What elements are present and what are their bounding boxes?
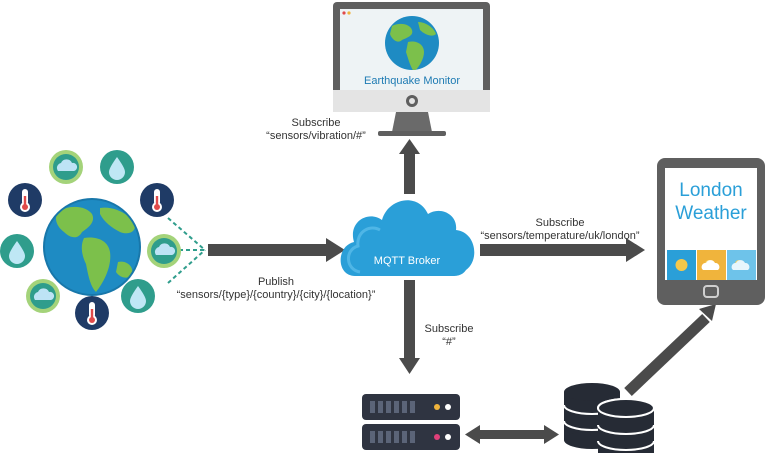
thermometer-icon bbox=[75, 296, 109, 330]
subscribe-all-label: Subscribe “#” bbox=[425, 323, 474, 348]
subscribe-all-arrow bbox=[399, 280, 420, 374]
subscribe-all-verb: Subscribe bbox=[425, 323, 474, 335]
subscribe-temperature-verb: Subscribe bbox=[536, 217, 585, 229]
droplet-icon bbox=[121, 279, 155, 313]
publish-topic: “sensors/{type}/{country}/{city}/{locati… bbox=[177, 289, 376, 301]
publish-label: Publish “sensors/{type}/{country}/{city}… bbox=[177, 276, 376, 301]
broker-label: MQTT Broker bbox=[374, 255, 441, 267]
subscribe-all-topic: “#” bbox=[442, 336, 456, 348]
sun-icon bbox=[675, 259, 688, 271]
cloud-icon bbox=[49, 150, 83, 184]
droplet-icon bbox=[0, 234, 34, 268]
monitor-title: Earthquake Monitor bbox=[364, 75, 460, 87]
subscribe-vibration-verb: Subscribe bbox=[292, 117, 341, 129]
sensor-globe bbox=[43, 198, 141, 296]
earthquake-monitor: Earthquake Monitor bbox=[333, 2, 490, 136]
cloud-icon bbox=[147, 234, 181, 268]
tablet-title-line2: Weather bbox=[675, 203, 747, 224]
droplet-icon bbox=[100, 150, 134, 184]
subscribe-temperature-topic: “sensors/temperature/uk/london” bbox=[481, 230, 640, 242]
database-tablet-arrow bbox=[624, 304, 716, 396]
publish-verb: Publish bbox=[258, 276, 294, 288]
london-weather-tablet: London Weather bbox=[657, 158, 765, 305]
tablet-title-line1: London bbox=[679, 180, 742, 201]
subscribe-temperature-label: Subscribe “sensors/temperature/uk/london… bbox=[481, 217, 640, 242]
subscribe-temperature-arrow bbox=[480, 238, 645, 262]
database bbox=[563, 383, 655, 454]
thermometer-icon bbox=[8, 183, 42, 217]
subscribe-vibration-label: Subscribe “sensors/vibration/#” bbox=[266, 117, 366, 142]
subscribe-vibration-arrow bbox=[399, 139, 420, 194]
mqtt-broker-cloud: MQTT Broker bbox=[340, 200, 475, 276]
publish-arrow bbox=[208, 238, 345, 262]
cloud-icon bbox=[26, 279, 60, 313]
globe-icon bbox=[385, 16, 439, 70]
cloud-icon bbox=[731, 260, 750, 270]
cloud-icon bbox=[701, 260, 720, 270]
server bbox=[362, 394, 460, 450]
subscribe-vibration-topic: “sensors/vibration/#” bbox=[266, 130, 366, 142]
sensor-icons bbox=[0, 150, 181, 330]
thermometer-icon bbox=[140, 183, 174, 217]
dashed-connectors bbox=[167, 217, 206, 284]
server-database-arrow bbox=[465, 425, 559, 444]
arrows bbox=[208, 139, 716, 444]
